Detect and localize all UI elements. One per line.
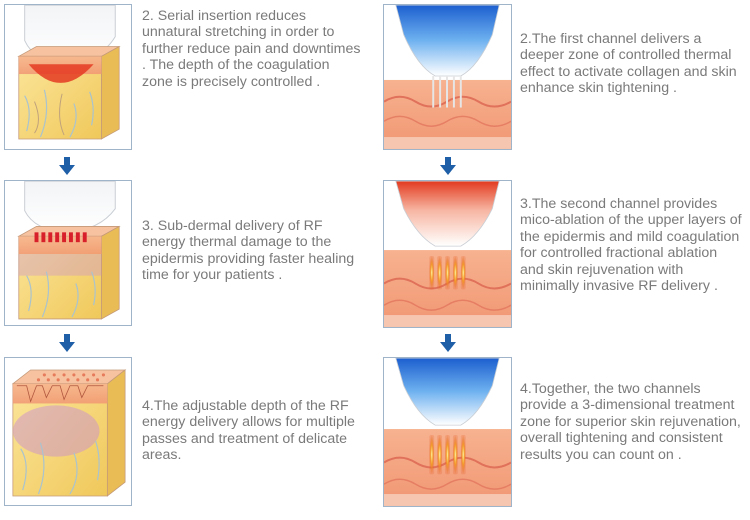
right-panel-1: [383, 4, 512, 150]
down-arrow-icon: [59, 157, 75, 175]
right-step-2-text: 3.The second channel provides mico-ablat…: [520, 196, 742, 295]
left-step-2-text: 3. Sub-dermal delivery of RF energy ther…: [142, 218, 355, 284]
right-step-3-text: 4.Together, the two channels provide a 3…: [520, 381, 741, 463]
left-panel-1: [4, 4, 132, 150]
right-step-1-text: 2.The first channel delivers a deeper zo…: [520, 31, 737, 97]
right-panel-2: [383, 180, 512, 328]
left-panel-2: [4, 180, 132, 326]
right-panel-3: [383, 357, 512, 507]
down-arrow-icon: [59, 334, 75, 352]
left-step-3-text: 4.The adjustable depth of the RF energy …: [142, 398, 355, 464]
left-panel-3: [4, 357, 132, 506]
down-arrow-icon: [440, 157, 456, 175]
left-step-1-text: 2. Serial insertion reduces unnatural st…: [142, 8, 361, 90]
down-arrow-icon: [440, 334, 456, 352]
